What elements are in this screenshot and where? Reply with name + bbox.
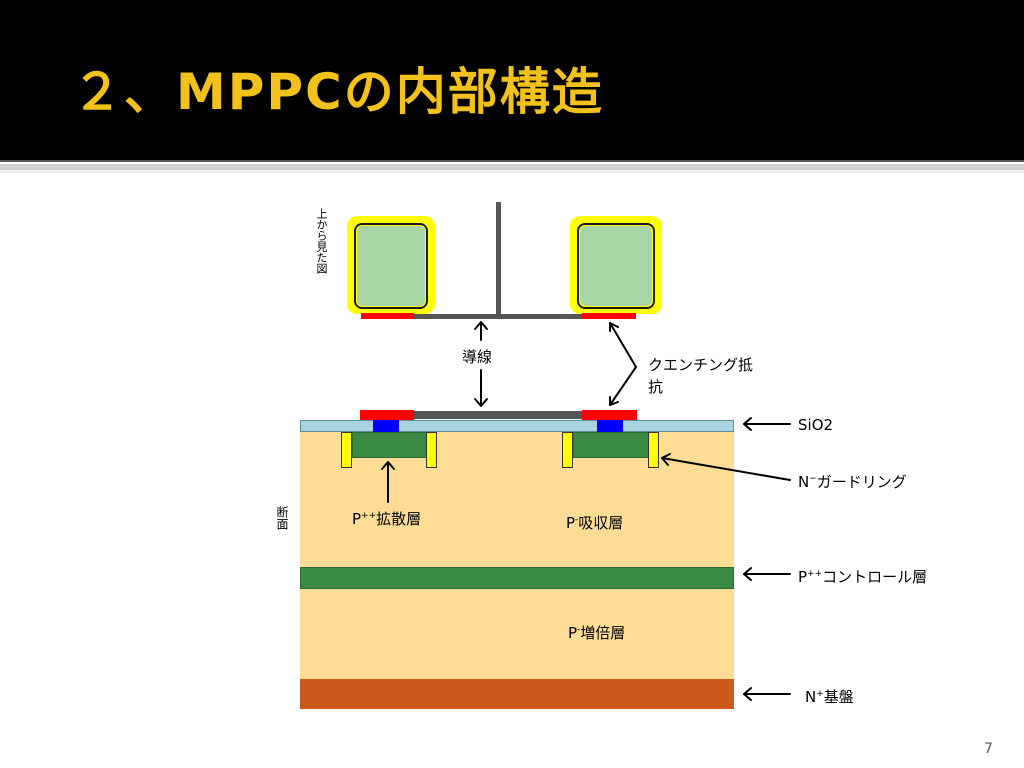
quench-resistor-top-right (582, 313, 636, 319)
conductor-cross-section (413, 411, 583, 419)
guard-ring (562, 432, 573, 468)
guard-ring (426, 432, 437, 468)
p-diffusion-label: P++拡散層 (352, 510, 422, 528)
p-absorption-label: P-吸収層 (566, 514, 624, 532)
p-multiplication-layer (300, 589, 734, 679)
contact-left (373, 420, 399, 432)
conductor-label: 導線 (462, 348, 493, 366)
contact-right (597, 420, 623, 432)
n-substrate (300, 679, 734, 709)
conductor-arrow (474, 321, 488, 407)
slide-title: ２、MPPCの内部構造 (72, 63, 604, 121)
guard-ring (341, 432, 352, 468)
sio2-label: SiO2 (798, 416, 834, 434)
pixel-left (357, 226, 425, 306)
guard-ring-arrow (661, 453, 791, 481)
p-multiplication-label: P-増倍層 (568, 624, 626, 642)
guard-ring (648, 432, 659, 468)
quench-resistor-label-2: 抗 (648, 378, 664, 396)
divider (0, 160, 1024, 162)
control-layer-label: P++コントロール層 (798, 568, 928, 586)
substrate-arrow (743, 687, 791, 701)
conductor-line-horizontal (412, 314, 584, 319)
top-view-label: 上から見た図 (315, 208, 328, 274)
quench-resistor-label-1: クエンチング抵 (648, 356, 754, 374)
conductor-line-vertical (496, 202, 501, 318)
sio2-arrow (743, 417, 791, 431)
quench-resistor-top-left (361, 313, 414, 319)
p-diffusion-right (573, 432, 649, 458)
p-diffusion-arrow (381, 461, 395, 503)
quench-resistor-right (582, 410, 637, 420)
pixel-right (580, 226, 652, 306)
quench-resistor-left (360, 410, 414, 420)
page-number: 7 (984, 741, 993, 757)
cross-section-label: 断面 (275, 506, 289, 530)
title-bar: ２、MPPCの内部構造 (0, 0, 1024, 160)
substrate-label: N+基盤 (805, 688, 854, 706)
divider (0, 170, 1024, 173)
p-control-layer (300, 567, 734, 589)
divider (0, 164, 1024, 170)
guard-ring-label: N−ガードリング (798, 473, 907, 491)
control-layer-arrow (743, 567, 791, 581)
quench-resistor-arrow (609, 322, 637, 406)
sio2-layer (300, 420, 734, 432)
